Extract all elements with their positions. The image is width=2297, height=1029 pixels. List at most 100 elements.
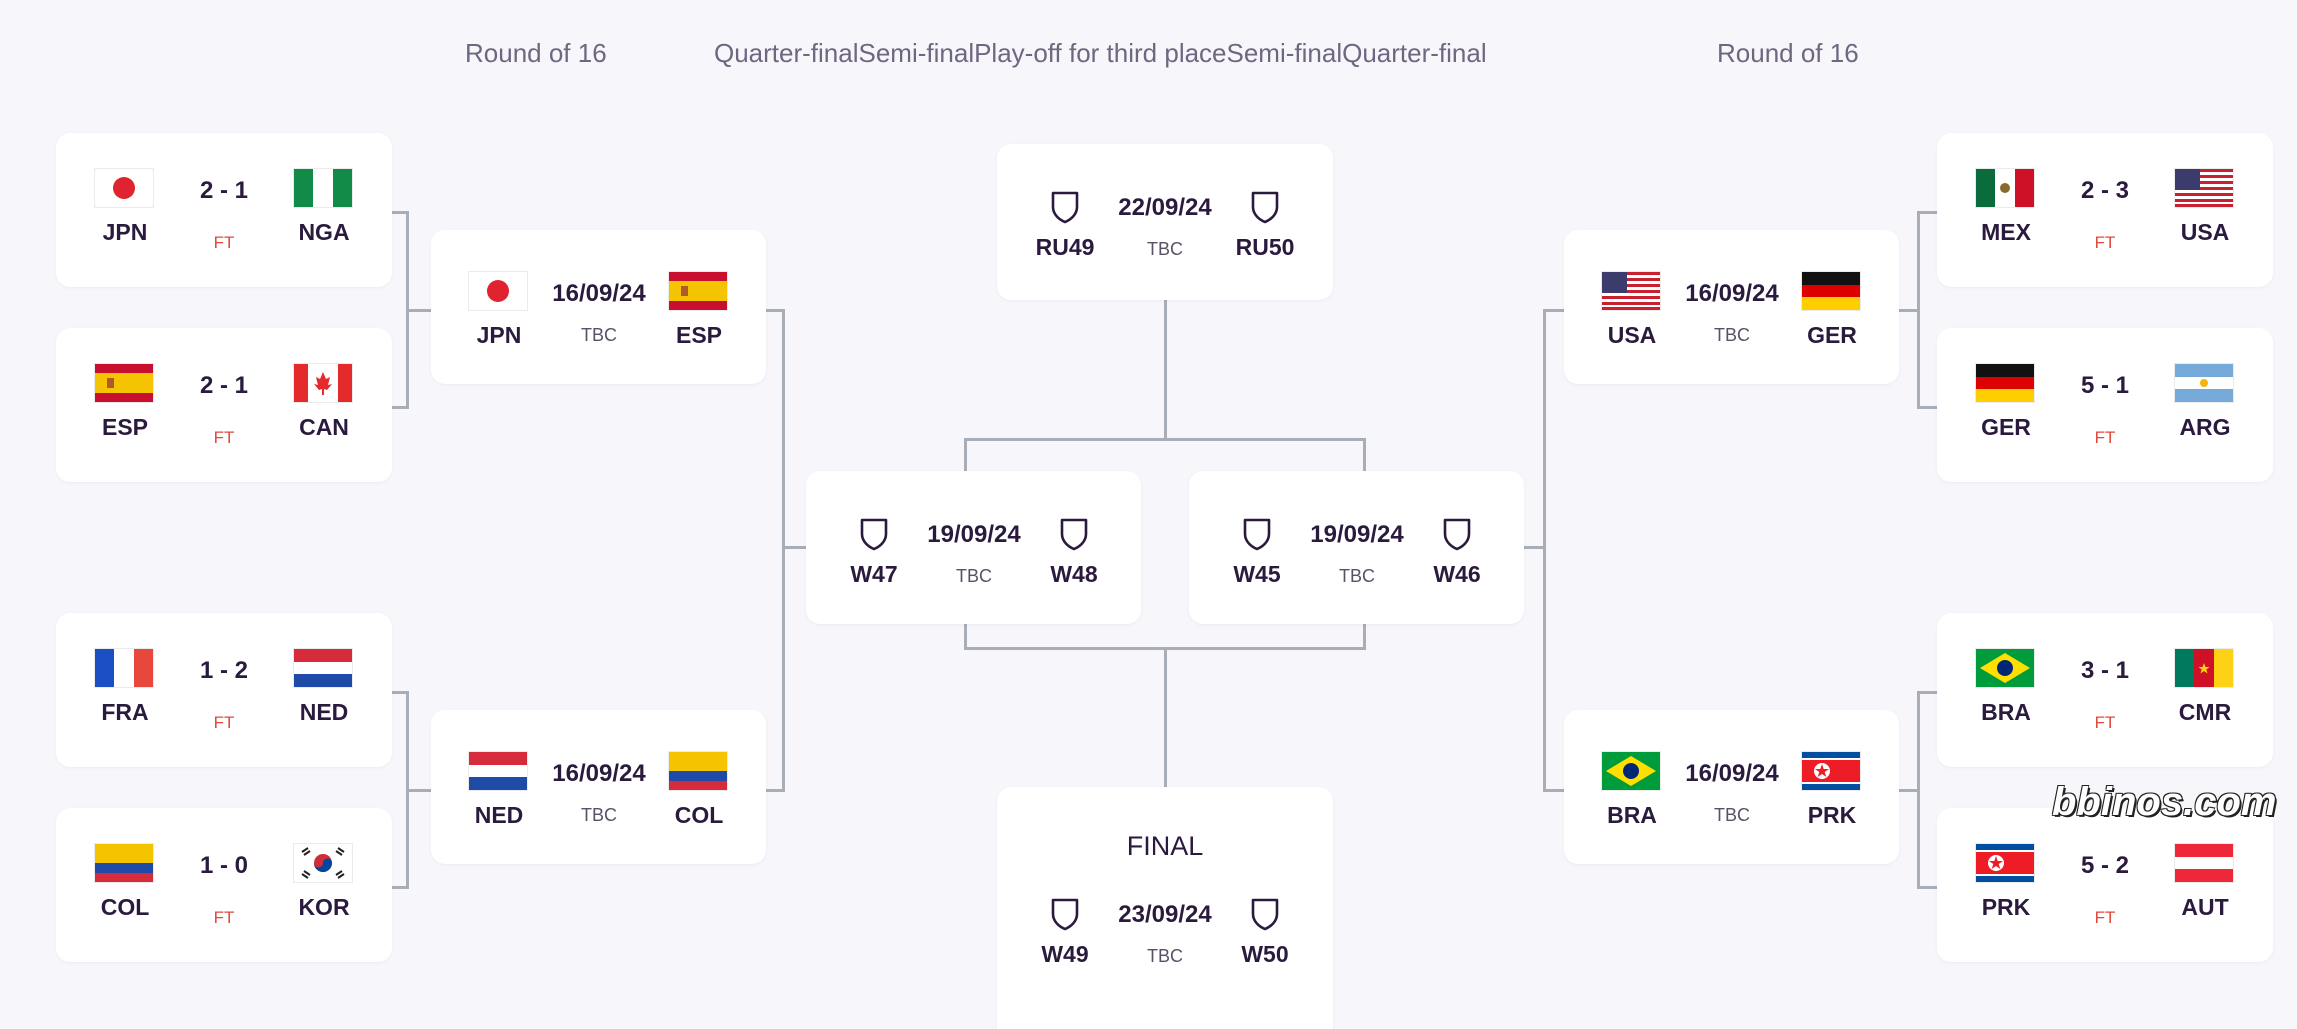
team-code: GER (1807, 322, 1857, 348)
third-place-card[interactable]: RU49 22/09/24 TBC RU50 (997, 144, 1333, 300)
shield-icon (1051, 898, 1079, 931)
match-status: FT (2094, 428, 2116, 447)
team-code: USA (2180, 219, 2230, 245)
team-code: NGA (298, 219, 350, 245)
team-code: KOR (298, 894, 350, 920)
round-of-16-right-header: Round of 16 (1717, 38, 1859, 68)
team-code: CAN (299, 414, 349, 440)
team-code: CMR (2178, 699, 2232, 725)
quarter-final-card[interactable]: BRA 16/09/24 TBC PRK (1564, 710, 1899, 864)
team-code: RU50 (1235, 234, 1295, 260)
team-code: W48 (1050, 561, 1098, 587)
match-date: 23/09/24 (1118, 901, 1212, 928)
match-score: 2 - 3 (2080, 177, 2130, 204)
match-score: 5 - 2 (2080, 852, 2130, 879)
r16-match-card[interactable]: COL 1 - 0 FT KOR (56, 808, 392, 962)
team-code: W45 (1233, 561, 1281, 587)
nigeria-flag-icon (294, 169, 352, 207)
shield-icon (1443, 518, 1471, 551)
team-code: BRA (1981, 699, 2031, 725)
match-status: TBC (581, 805, 617, 825)
team-code: COL (100, 894, 150, 920)
match-status: FT (2094, 713, 2116, 732)
match-date: 16/09/24 (1685, 760, 1779, 787)
quarter-final-card[interactable]: JPN 16/09/24 TBC ESP (431, 230, 766, 384)
match-date: 19/09/24 (1310, 521, 1404, 548)
team-code: COL (674, 802, 724, 828)
semi-final-card[interactable]: W47 19/09/24 TBC W48 (806, 471, 1141, 624)
brazil-flag-icon (1976, 649, 2034, 687)
team-code: GER (1981, 414, 2031, 440)
match-status: FT (213, 713, 235, 732)
shield-icon (1251, 898, 1279, 931)
match-score: 3 - 1 (2080, 657, 2130, 684)
match-date: 19/09/24 (927, 521, 1021, 548)
team-code: W47 (850, 561, 898, 587)
match-status: FT (213, 428, 235, 447)
team-code: W46 (1433, 561, 1481, 587)
spain-flag-icon (95, 364, 153, 402)
team-code: ESP (675, 322, 723, 348)
match-score: 1 - 0 (199, 852, 249, 879)
match-score: 2 - 1 (199, 177, 249, 204)
netherlands-flag-icon (294, 649, 352, 687)
r16-match-card[interactable]: BRA 3 - 1 FT CMR (1937, 613, 2273, 767)
match-status: FT (213, 908, 235, 927)
match-status: FT (2094, 233, 2116, 252)
shield-icon (1251, 191, 1279, 224)
germany-flag-icon (1976, 364, 2034, 402)
team-code: MEX (1981, 219, 2031, 245)
cameroon-flag-icon (2175, 649, 2233, 687)
match-status: TBC (1339, 566, 1375, 586)
match-status: FT (2094, 908, 2116, 927)
watermark: bbinos.com (2052, 780, 2277, 824)
match-status: TBC (1714, 805, 1750, 825)
r16-match-card[interactable]: JPN 2 - 1 FT NGA (56, 133, 392, 287)
r16-match-card[interactable]: ESP 2 - 1 FT CAN (56, 328, 392, 482)
netherlands-flag-icon (469, 752, 527, 790)
north-korea-flag-icon (1802, 752, 1860, 790)
korea-flag-icon (294, 844, 352, 882)
r16-match-card[interactable]: FRA 1 - 2 FT NED (56, 613, 392, 767)
austria-flag-icon (2175, 844, 2233, 882)
germany-flag-icon (1802, 272, 1860, 310)
quarter-final-card[interactable]: USA 16/09/24 TBC GER (1564, 230, 1899, 384)
match-date: 16/09/24 (552, 760, 646, 787)
shield-icon (1060, 518, 1088, 551)
r16-match-card[interactable]: MEX 2 - 3 FT USA (1937, 133, 2273, 287)
team-code: BRA (1607, 802, 1657, 828)
team-code: JPN (102, 219, 148, 245)
match-status: TBC (956, 566, 992, 586)
round-of-16-left-header: Round of 16 (465, 38, 607, 68)
shield-icon (1243, 518, 1271, 551)
match-date: 22/09/24 (1118, 194, 1212, 221)
match-date: 16/09/24 (552, 280, 646, 307)
team-code: NED (474, 802, 524, 828)
japan-flag-icon (469, 272, 527, 310)
team-code: PRK (1981, 894, 2031, 920)
japan-flag-icon (95, 169, 153, 207)
r16-match-card[interactable]: GER 5 - 1 FT ARG (1937, 328, 2273, 482)
semi-final-card[interactable]: W45 19/09/24 TBC W46 (1189, 471, 1524, 624)
team-code: W50 (1241, 941, 1289, 967)
team-code: FRA (101, 699, 149, 725)
match-status: TBC (581, 325, 617, 345)
team-code: PRK (1807, 802, 1857, 828)
team-code: AUT (2181, 894, 2229, 920)
match-status: TBC (1714, 325, 1750, 345)
colombia-flag-icon (669, 752, 727, 790)
match-status: TBC (1147, 239, 1183, 259)
final-card[interactable]: FINAL W49 23/09/24 TBC W50 (997, 787, 1333, 1029)
team-code: ESP (101, 414, 149, 440)
argentina-flag-icon (2175, 364, 2233, 402)
match-score: 1 - 2 (199, 657, 249, 684)
final-title: FINAL (1126, 831, 1204, 861)
quarter-final-card[interactable]: NED 16/09/24 TBC COL (431, 710, 766, 864)
mexico-flag-icon (1976, 169, 2034, 207)
match-score: 2 - 1 (199, 372, 249, 399)
brazil-flag-icon (1602, 752, 1660, 790)
r16-match-card[interactable]: PRK 5 - 2 FT AUT (1937, 808, 2273, 962)
france-flag-icon (95, 649, 153, 687)
team-code: USA (1607, 322, 1657, 348)
team-code: ARG (2179, 414, 2231, 440)
